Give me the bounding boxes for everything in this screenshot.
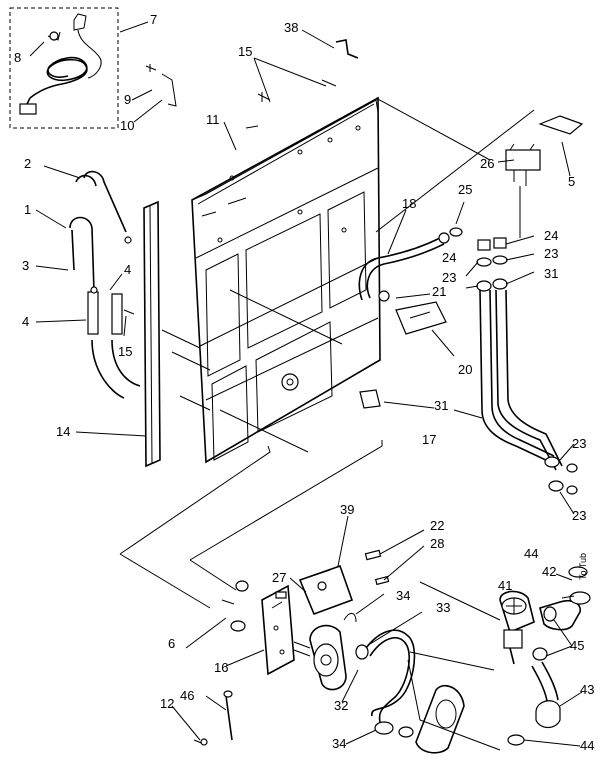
callout-24-b: 24	[544, 228, 558, 243]
callout-39: 34	[396, 588, 410, 603]
callout-15-left: 15	[118, 344, 132, 359]
callout-3: 3	[22, 258, 29, 273]
callout-40: 39	[340, 502, 354, 517]
rear-panel	[191, 96, 381, 464]
callout-41: 41	[498, 578, 512, 593]
clip-38	[335, 39, 359, 59]
callout-26: 26	[480, 156, 494, 171]
pump-assembly	[221, 564, 465, 754]
callout-34: 34	[332, 736, 346, 751]
callout-4-right: 4	[124, 262, 131, 277]
callout-4-left: 4	[22, 314, 29, 329]
side-trim	[143, 200, 161, 468]
callout-20: 20	[458, 362, 472, 377]
callout-27: 27	[272, 570, 286, 585]
callout-21: 21	[432, 284, 446, 299]
callout-22: 22	[430, 518, 444, 533]
callout-5: 5	[568, 174, 575, 189]
callout-23-a: 23	[442, 270, 456, 285]
assembly-guides	[119, 97, 535, 751]
callout-24-a: 24	[442, 250, 456, 265]
clamp-25	[449, 227, 463, 237]
leader-lines	[29, 21, 583, 747]
callout-45: 45	[570, 638, 584, 653]
callout-23-b: 23	[544, 246, 558, 261]
callout-numbers: 7 8 9 10 15 11 38 5 26 25 18 2 1 3 4 4 1…	[14, 12, 594, 753]
cover-5	[538, 115, 584, 135]
callout-2: 2	[24, 156, 31, 171]
callout-31-a: 31	[544, 266, 558, 281]
callout-9: 9	[124, 92, 131, 107]
callout-44-top: 44	[524, 546, 538, 561]
callout-17: 17	[422, 432, 436, 447]
callout-1: 1	[24, 202, 31, 217]
power-cord-inset	[9, 7, 119, 129]
callout-6: 6	[168, 636, 175, 651]
inlet-fittings	[476, 237, 508, 292]
callout-16: 16	[214, 660, 228, 675]
bracket-17	[359, 389, 381, 409]
callout-23-d: 23	[572, 508, 586, 523]
screws	[123, 64, 337, 315]
callout-8: 8	[14, 50, 21, 65]
callout-7: 7	[150, 12, 157, 27]
callout-14: 14	[56, 424, 70, 439]
callout-38: 38	[284, 20, 298, 35]
callout-18: 18	[402, 196, 416, 211]
valve-assembly	[499, 566, 591, 746]
to-tub-note: To Tub	[578, 553, 588, 580]
callout-25: 25	[458, 182, 472, 197]
callout-46: 46	[180, 688, 194, 703]
callout-23-c: 23	[572, 436, 586, 451]
inlet-hoses	[479, 289, 578, 495]
callout-33: 33	[436, 600, 450, 615]
callout-28: 28	[430, 536, 444, 551]
fill-hose	[358, 232, 450, 335]
callout-42: 42	[542, 564, 556, 579]
callout-32: 32	[334, 698, 348, 713]
callout-31-b: 31	[434, 398, 448, 413]
callout-15-top: 15	[238, 44, 252, 59]
callout-44-bottom: 44	[580, 738, 594, 753]
drain-hoses	[69, 170, 141, 399]
callout-11: 11	[206, 112, 220, 127]
screw-12-46	[193, 690, 233, 746]
callout-43: 43	[580, 682, 594, 697]
water-valve-26	[505, 143, 541, 186]
callout-12: 12	[160, 696, 174, 711]
callout-10: 10	[120, 118, 134, 133]
